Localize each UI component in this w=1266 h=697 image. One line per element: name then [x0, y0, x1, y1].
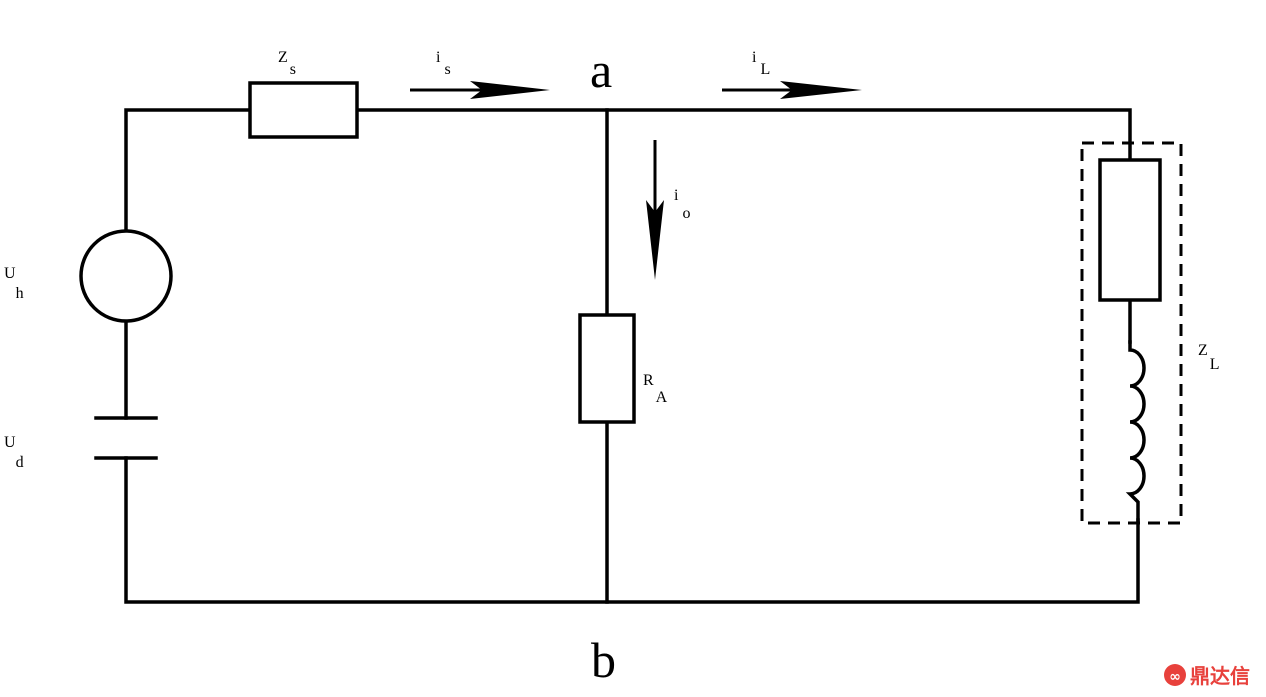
uh-voltage-source — [79, 229, 173, 323]
dingdaxin-logo-icon — [1164, 664, 1186, 686]
io-arrow — [646, 140, 664, 280]
watermark-text: 鼎达信 — [1190, 664, 1250, 688]
wire-left-bottom — [124, 456, 1140, 604]
zl-load-dashed-box — [1080, 141, 1183, 525]
wire-top-main — [355, 108, 1132, 162]
zl-inductor-coil — [1125, 340, 1146, 522]
ud-label: Ud — [4, 434, 24, 471]
dingdaxin-logo-glyph: ∞ — [1169, 669, 1181, 685]
wire-top-left — [124, 108, 252, 232]
uh-label: Uh — [4, 265, 24, 302]
zl-label: ZL — [1198, 342, 1220, 373]
is-arrow-head — [470, 81, 550, 99]
is-label: is — [436, 49, 451, 78]
il-arrow — [722, 81, 862, 99]
watermark: ∞ 鼎达信 — [1164, 664, 1250, 688]
is-arrow — [410, 81, 550, 99]
zs-label: Zs — [278, 49, 296, 78]
ra-resistor — [578, 313, 636, 424]
ud-capacitor — [94, 416, 158, 460]
node-a-label: a — [590, 42, 612, 98]
il-label: iL — [752, 49, 770, 78]
zl-resistor — [1098, 158, 1162, 302]
node-b-label: b — [591, 632, 616, 688]
il-arrow-head — [780, 81, 862, 99]
zs-impedance — [248, 81, 359, 139]
io-arrow-head — [646, 200, 664, 280]
ra-label: RA — [643, 372, 668, 406]
io-label: io — [674, 187, 690, 222]
